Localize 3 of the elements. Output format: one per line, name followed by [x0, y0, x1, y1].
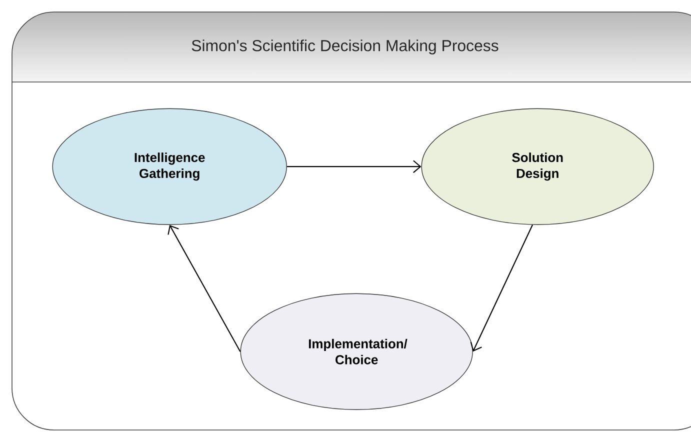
arrow — [470, 224, 533, 352]
arrow — [286, 160, 422, 173]
arrow — [168, 224, 241, 352]
